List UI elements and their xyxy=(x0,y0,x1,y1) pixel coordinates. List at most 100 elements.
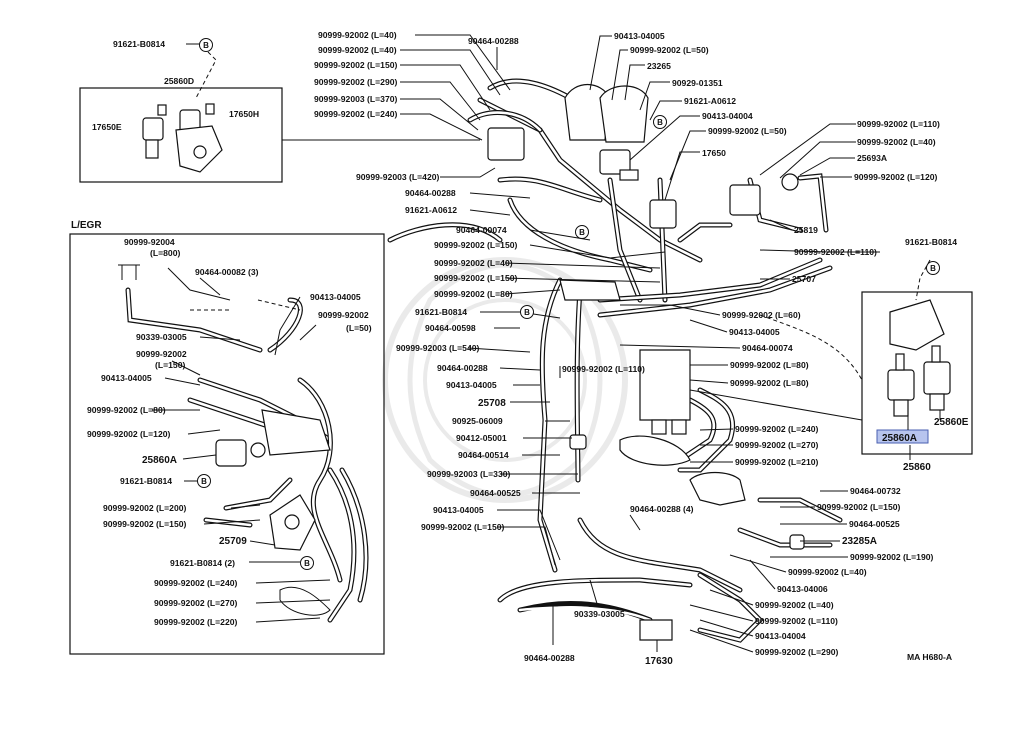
label: 90464-00525 xyxy=(470,488,521,498)
label: 90464-00288 xyxy=(405,188,456,198)
label: 91621-A0612 xyxy=(684,96,736,106)
label: 25709 xyxy=(219,536,247,547)
label: 90999-92002 (L=40) xyxy=(788,567,867,577)
label: 90999-92002 (L=40) xyxy=(434,258,513,268)
inset-box-legr xyxy=(69,233,385,655)
label: 90999-92002 (L=110) xyxy=(794,247,877,257)
label: 23265 xyxy=(647,61,671,71)
label: 90464-00074 xyxy=(742,343,793,353)
label: (L=50) xyxy=(346,323,372,333)
solenoid-valve-pair xyxy=(142,103,223,173)
label: 17650 xyxy=(702,148,726,158)
label: 90413-04005 xyxy=(446,380,497,390)
label: 91621-B0814 xyxy=(905,237,957,247)
label: 90999-92002 (L=240) xyxy=(735,424,819,434)
label: 25707 xyxy=(792,274,816,284)
label: 90999-92002 (L=240) xyxy=(154,578,238,588)
inset-hoses xyxy=(118,264,369,623)
label: 90999-92002 xyxy=(136,349,187,359)
label: 90999-92002 (L=110) xyxy=(755,616,838,626)
highlight-25860a xyxy=(876,429,929,444)
label: 90999-92002 (L=150) xyxy=(314,60,398,70)
inset-leader-lines xyxy=(152,267,331,623)
svg-text:B: B xyxy=(657,118,663,127)
label: 90925-06009 xyxy=(452,416,503,426)
label: 90464-00288 xyxy=(524,653,575,663)
label: 90999-92003 (L=420) xyxy=(356,172,440,182)
label: 90999-92002 (L=150) xyxy=(421,522,505,532)
label: (L=150) xyxy=(155,360,185,370)
svg-text:B: B xyxy=(201,477,207,486)
label: 90412-05001 xyxy=(456,433,507,443)
label: 90464-00732 xyxy=(850,486,901,496)
label: 90464-00082 (3) xyxy=(195,267,259,277)
label: 25819 xyxy=(794,225,818,235)
label: 90999-92002 (L=200) xyxy=(103,503,187,513)
label: 90464-00288 (4) xyxy=(630,504,694,514)
label: 90339-03005 xyxy=(574,609,625,619)
label: (L=800) xyxy=(150,248,180,258)
label: 90999-92002 (L=220) xyxy=(154,617,238,627)
label: 17650H xyxy=(229,109,259,119)
label: 90999-92002 (L=150) xyxy=(103,519,187,529)
label: 90464-00288 xyxy=(437,363,488,373)
label: 25860D xyxy=(164,76,194,86)
label: 90413-04004 xyxy=(702,111,753,121)
svg-text:B: B xyxy=(930,264,936,273)
label: 90999-92002 (L=60) xyxy=(722,310,801,320)
label: 90413-04005 xyxy=(729,327,780,337)
part-labels: 91621-B0814 25860D 17650E 17650H 90999-9… xyxy=(87,30,969,667)
label: 90999-92002 (L=190) xyxy=(850,552,934,562)
label: 23285A xyxy=(842,536,877,547)
label: 91621-A0612 xyxy=(405,205,457,215)
label: 90999-92002 (L=290) xyxy=(314,77,398,87)
label: 90413-04005 xyxy=(101,373,152,383)
label: 90999-92002 (L=120) xyxy=(87,429,171,439)
valve-pair-25860 xyxy=(887,299,951,417)
label: 90999-92002 (L=150) xyxy=(434,240,518,250)
label: 25860 xyxy=(903,462,931,473)
label: 90999-92002 (L=110) xyxy=(857,119,940,129)
label: 90999-92003 (L=330) xyxy=(427,469,511,479)
label: 17650E xyxy=(92,122,122,132)
label: 90413-04005 xyxy=(310,292,361,302)
main-components xyxy=(487,84,805,641)
label: 91621-B0814 xyxy=(120,476,172,486)
detail-box-25860d xyxy=(79,87,283,183)
label: 17630 xyxy=(645,656,673,667)
label: 90999-92003 (L=540) xyxy=(396,343,480,353)
svg-text:B: B xyxy=(203,41,209,50)
label: 90413-04005 xyxy=(614,31,665,41)
label: 90464-00598 xyxy=(425,323,476,333)
label: 25860E xyxy=(934,417,969,428)
label: 90999-92002 (L=150) xyxy=(817,502,901,512)
svg-text:B: B xyxy=(304,559,310,568)
label: 90999-92002 (L=40) xyxy=(755,600,834,610)
svg-text:B: B xyxy=(524,308,530,317)
label: 25860A xyxy=(142,455,177,466)
label: 91621-B0814 xyxy=(415,307,467,317)
label: 90999-92002 (L=270) xyxy=(154,598,238,608)
inset-title: L/EGR xyxy=(71,220,102,231)
label: 90999-92002 (L=80) xyxy=(730,378,809,388)
label: 25693A xyxy=(857,153,887,163)
label: 90413-04005 xyxy=(433,505,484,515)
label: 90999-92002 (L=40) xyxy=(318,30,397,40)
label: 91621-B0814 xyxy=(113,39,165,49)
label: 90464-00514 xyxy=(458,450,509,460)
label: 90339-03005 xyxy=(136,332,187,342)
label: 90999-92003 (L=370) xyxy=(314,94,398,104)
main-hoses xyxy=(387,78,843,643)
label: 25708 xyxy=(478,398,506,409)
label: 90999-92004 xyxy=(124,237,175,247)
label: 90929-01351 xyxy=(672,78,723,88)
label: 91621-B0814 (2) xyxy=(170,558,235,568)
label: 90413-04006 xyxy=(777,584,828,594)
label: 90999-92002 (L=240) xyxy=(314,109,398,119)
label: 90999-92002 (L=120) xyxy=(854,172,938,182)
label: 90999-92002 (L=80) xyxy=(434,289,513,299)
label: 90999-92002 (L=50) xyxy=(708,126,787,136)
label: 90999-92002 (L=80) xyxy=(730,360,809,370)
label: 90999-92002 (L=50) xyxy=(630,45,709,55)
